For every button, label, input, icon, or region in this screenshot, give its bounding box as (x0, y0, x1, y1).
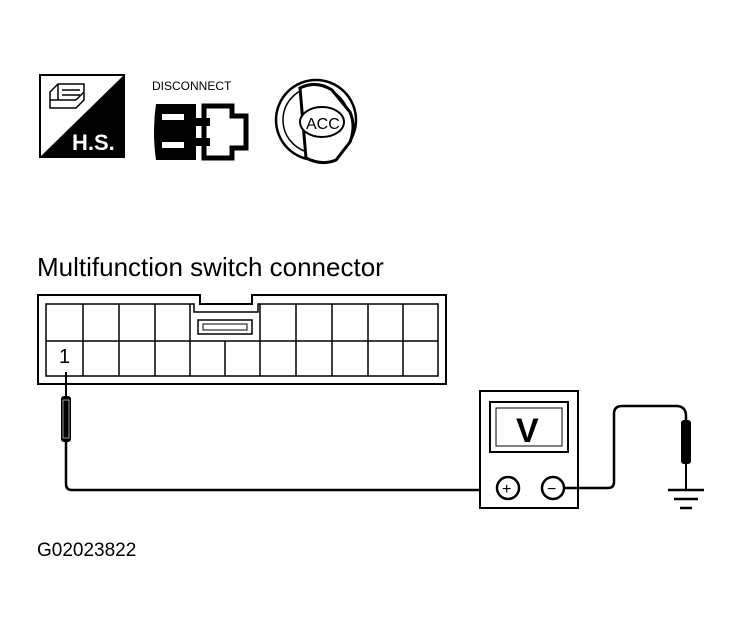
multifunction-switch-connector: 1 (37, 294, 447, 385)
terminal-1-label: 1 (59, 346, 70, 368)
positive-test-probe (61, 372, 494, 492)
mini-connector-icon (49, 83, 85, 109)
connector-title: Multifunction switch connector (37, 252, 384, 282)
disconnect-icon-label: DISCONNECT (152, 79, 232, 93)
acc-icon-label: ACC (306, 116, 340, 133)
ignition-key-acc-icon: ACC (274, 78, 358, 165)
harness-side-icon: H.S. (39, 74, 125, 158)
figure-id: G02023822 (37, 540, 136, 561)
negative-terminal-symbol: − (547, 481, 556, 498)
voltmeter: V + − (479, 390, 579, 509)
disconnect-connector-icon: DISCONNECT (152, 79, 249, 161)
hs-icon-label: H.S. (72, 130, 115, 155)
voltmeter-display: V (516, 412, 539, 450)
positive-terminal-symbol: + (502, 481, 511, 498)
negative-test-lead (564, 404, 691, 490)
ground-symbol (668, 488, 704, 510)
positive-terminal (495, 475, 521, 501)
